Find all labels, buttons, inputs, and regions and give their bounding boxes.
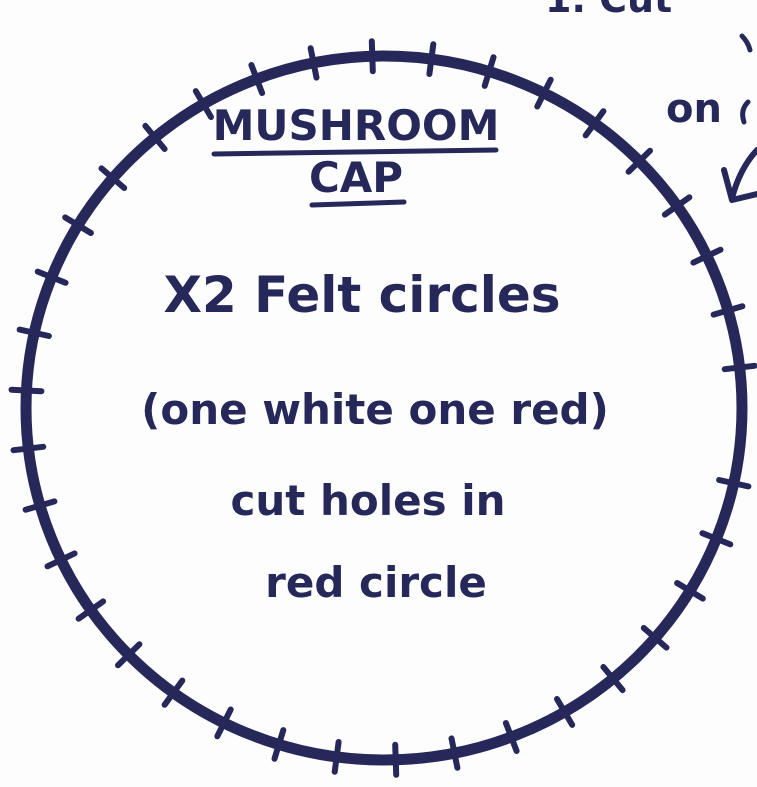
- stitch-mark: [690, 246, 724, 266]
- stitch-mark: [710, 303, 746, 318]
- stitch-mark: [716, 477, 752, 490]
- stitch-mark: [16, 326, 52, 339]
- stitch-mark: [44, 550, 78, 570]
- stitch-mark: [115, 641, 143, 669]
- quantity-text: X2 Felt circles: [163, 266, 560, 324]
- stitch-mark: [392, 741, 400, 778]
- stitch-mark: [554, 696, 576, 728]
- instruction-text-1: cut holes in: [230, 476, 505, 525]
- corner-note-line2: on: [666, 86, 722, 132]
- stitch-mark: [271, 727, 287, 762]
- arrow-icon: [721, 147, 757, 203]
- corner-note-fragments: [739, 33, 753, 125]
- stitch-mark: [721, 362, 757, 373]
- instruction-text-2: red circle: [265, 558, 487, 607]
- stitch-mark: [625, 147, 653, 175]
- stitch-mark: [10, 443, 47, 454]
- stitch-mark: [640, 625, 670, 651]
- stitch-mark: [331, 739, 342, 775]
- stitch-mark: [534, 76, 554, 110]
- stitch-mark: [98, 165, 128, 191]
- colors-text: (one white one red): [141, 385, 609, 434]
- stitch-mark: [214, 706, 234, 740]
- stitch-mark: [192, 88, 214, 120]
- stitch-mark: [426, 41, 437, 77]
- stitch-mark: [34, 268, 69, 286]
- stitch-mark: [674, 580, 706, 602]
- stitch-marks: [8, 38, 757, 778]
- stitch-mark: [142, 122, 168, 152]
- stitch-mark: [600, 664, 626, 694]
- stitch-mark: [161, 677, 186, 708]
- stitch-mark: [62, 214, 94, 236]
- stitch-mark: [481, 54, 497, 89]
- stitch-mark: [582, 108, 607, 139]
- stitch-mark: [448, 735, 461, 771]
- stitch-mark: [699, 530, 734, 548]
- stitch-mark: [22, 498, 58, 513]
- stitch-mark: [307, 45, 320, 81]
- title-underline-1: [211, 147, 499, 157]
- pattern-title-line2: CAP: [309, 153, 403, 202]
- stitch-mark: [248, 62, 266, 96]
- pattern-circle-outline: [20, 50, 748, 766]
- stitch-mark: [368, 38, 376, 75]
- title-underline-2: [309, 199, 407, 208]
- stitch-mark: [661, 194, 693, 218]
- stitch-mark: [75, 598, 107, 622]
- stitch-mark: [502, 720, 520, 754]
- corner-note-line1: 1. Cut: [545, 0, 672, 21]
- stitch-mark: [8, 386, 45, 395]
- pattern-title-line1: MUSHROOM: [213, 101, 500, 150]
